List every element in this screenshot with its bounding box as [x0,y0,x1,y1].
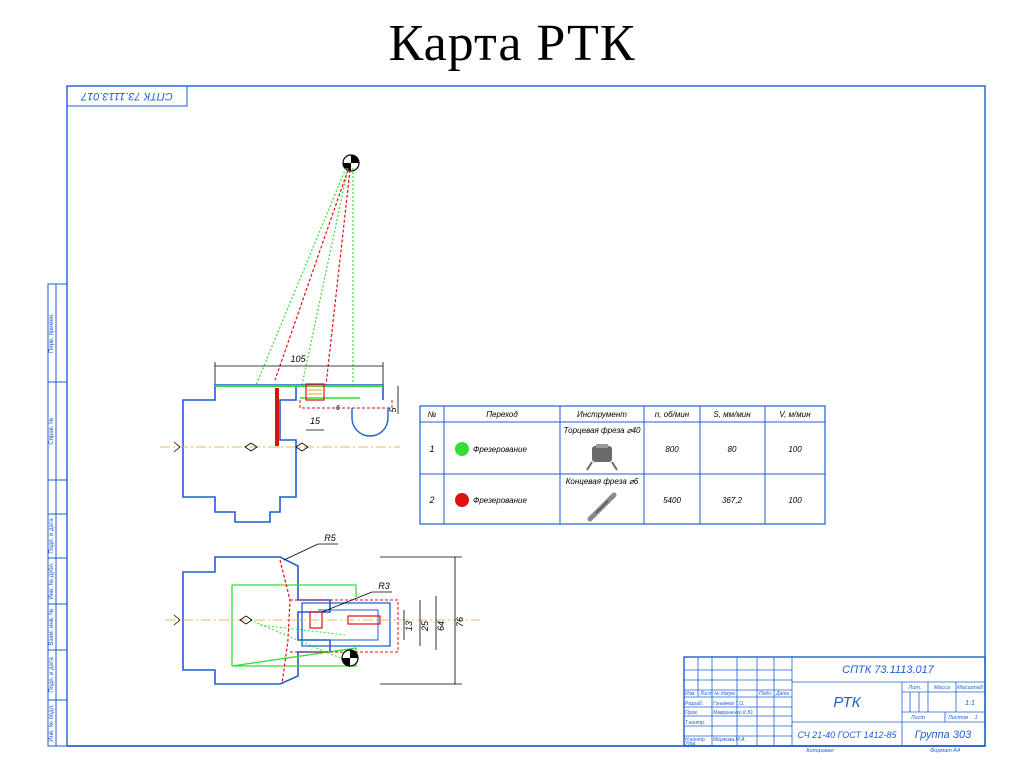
tb-role-1: Разраб. [685,701,703,707]
tb-hdr-sign: Подп. [759,691,772,697]
dim-64: 64 [436,621,446,631]
row-s: 80 [728,445,737,454]
tb-hdr-date: Дата [775,691,789,697]
tb-hdr-doc: № докум. [714,691,736,697]
col-header-v: V, м/мин [779,410,811,419]
side-label-5: Взам. инв. № [48,608,55,645]
col-header-s: S, мм/мин [713,410,751,419]
tb-hdr-izm: Изм. [685,691,696,697]
end-mill-icon [587,492,617,522]
dim-76: 76 [455,617,465,627]
dim-6: 6 [336,405,340,412]
row-v: 100 [788,496,802,505]
tb-person-1: Гонгачев Т.О. [713,701,744,707]
radius-r3: R3 [378,581,390,591]
radius-r5: R5 [324,533,336,543]
tb-group: Группа 303 [915,729,972,741]
side-strip [47,283,68,747]
dim-5: 5 [388,407,398,413]
col-header-num: № [428,410,437,419]
tb-person-2: Мавриненко К.Ю. [713,710,754,716]
dim-105: 105 [290,354,306,364]
tb-material: СЧ 21-40 ГОСТ 1412-85 [797,730,897,740]
tb-sheets: Листов [947,715,968,721]
row-tool: Торцевая фреза ⌀40 [564,426,642,435]
tb-format: Формат А4 [930,748,960,754]
origin-marker-plan [341,649,359,667]
top-view: 105 15 5 6 [160,154,400,523]
dim-13: 13 [404,621,414,631]
side-label-7: Инв. № подл. [48,704,55,742]
tb-sheet: Лист [910,715,926,721]
tb-role-5: Н.контр. [685,737,706,743]
title-block: СПТК 73.1113.017 РТК СЧ 21-40 ГОСТ 1412-… [683,656,986,754]
tb-person-5: Моржова М.А. [713,737,746,743]
face-mill-icon [586,444,618,471]
side-label-3: Подп. и дата [49,518,55,554]
side-label-4: Инв. № дубл. [48,562,55,599]
tb-col-mass: Масса [934,685,950,691]
row-n: 800 [665,445,679,454]
operations-table: № Переход Инструмент n, об/мин S, мм/мин… [419,405,826,525]
row-num: 2 [428,495,434,505]
tb-scale-value: 1:1 [965,700,975,707]
tb-sheets-count: 1 [974,715,977,721]
row-n: 5400 [663,496,681,505]
side-label-1: Перв. примен. [49,313,55,353]
side-label-2: Справ. № [48,417,55,444]
col-header-n: n, об/мин [655,410,690,419]
tb-hdr-list: Лист [699,691,713,697]
row-operation: Фрезерование [473,445,527,454]
table-row: 1 Фрезерование Торцевая фреза ⌀40 800 80… [429,426,802,471]
tb-copied: Копировал [806,748,833,754]
tb-doc-code: СПТК 73.1113.017 [842,664,935,676]
origin-marker-top [342,154,360,172]
dim-15: 15 [310,416,321,426]
row-operation: Фрезерование [473,496,527,505]
tb-col-lit: Лит. [908,685,922,691]
rotated-stamp [66,85,188,107]
tb-role-3: Т.контр. [685,720,705,726]
dim-25: 25 [420,620,430,632]
row-tool: Концевая фреза ⌀6 [566,477,639,486]
row-s: 367,2 [722,496,743,505]
row-v: 100 [788,445,802,454]
side-label-6: Подп. и дата [49,657,55,693]
col-header-operation: Переход [486,410,518,419]
tb-name: РТК [833,694,861,711]
col-header-tool: Инструмент [577,410,627,419]
table-row: 2 Фрезерование Концевая фреза ⌀6 5400 36… [428,477,802,522]
tb-role-2: Пров. [685,710,698,716]
operation-marker [455,493,469,507]
row-num: 1 [429,444,434,454]
operation-marker [455,442,469,456]
tb-col-scale: Масштаб [957,685,984,691]
slide-title: Карта РТК [388,15,636,72]
tb-role-6: Утв. [685,741,696,747]
rotated-stamp-text: СПТК 73.1113.017 [80,90,173,102]
plan-view: R5 R3 13 25 64 76 [165,533,480,685]
